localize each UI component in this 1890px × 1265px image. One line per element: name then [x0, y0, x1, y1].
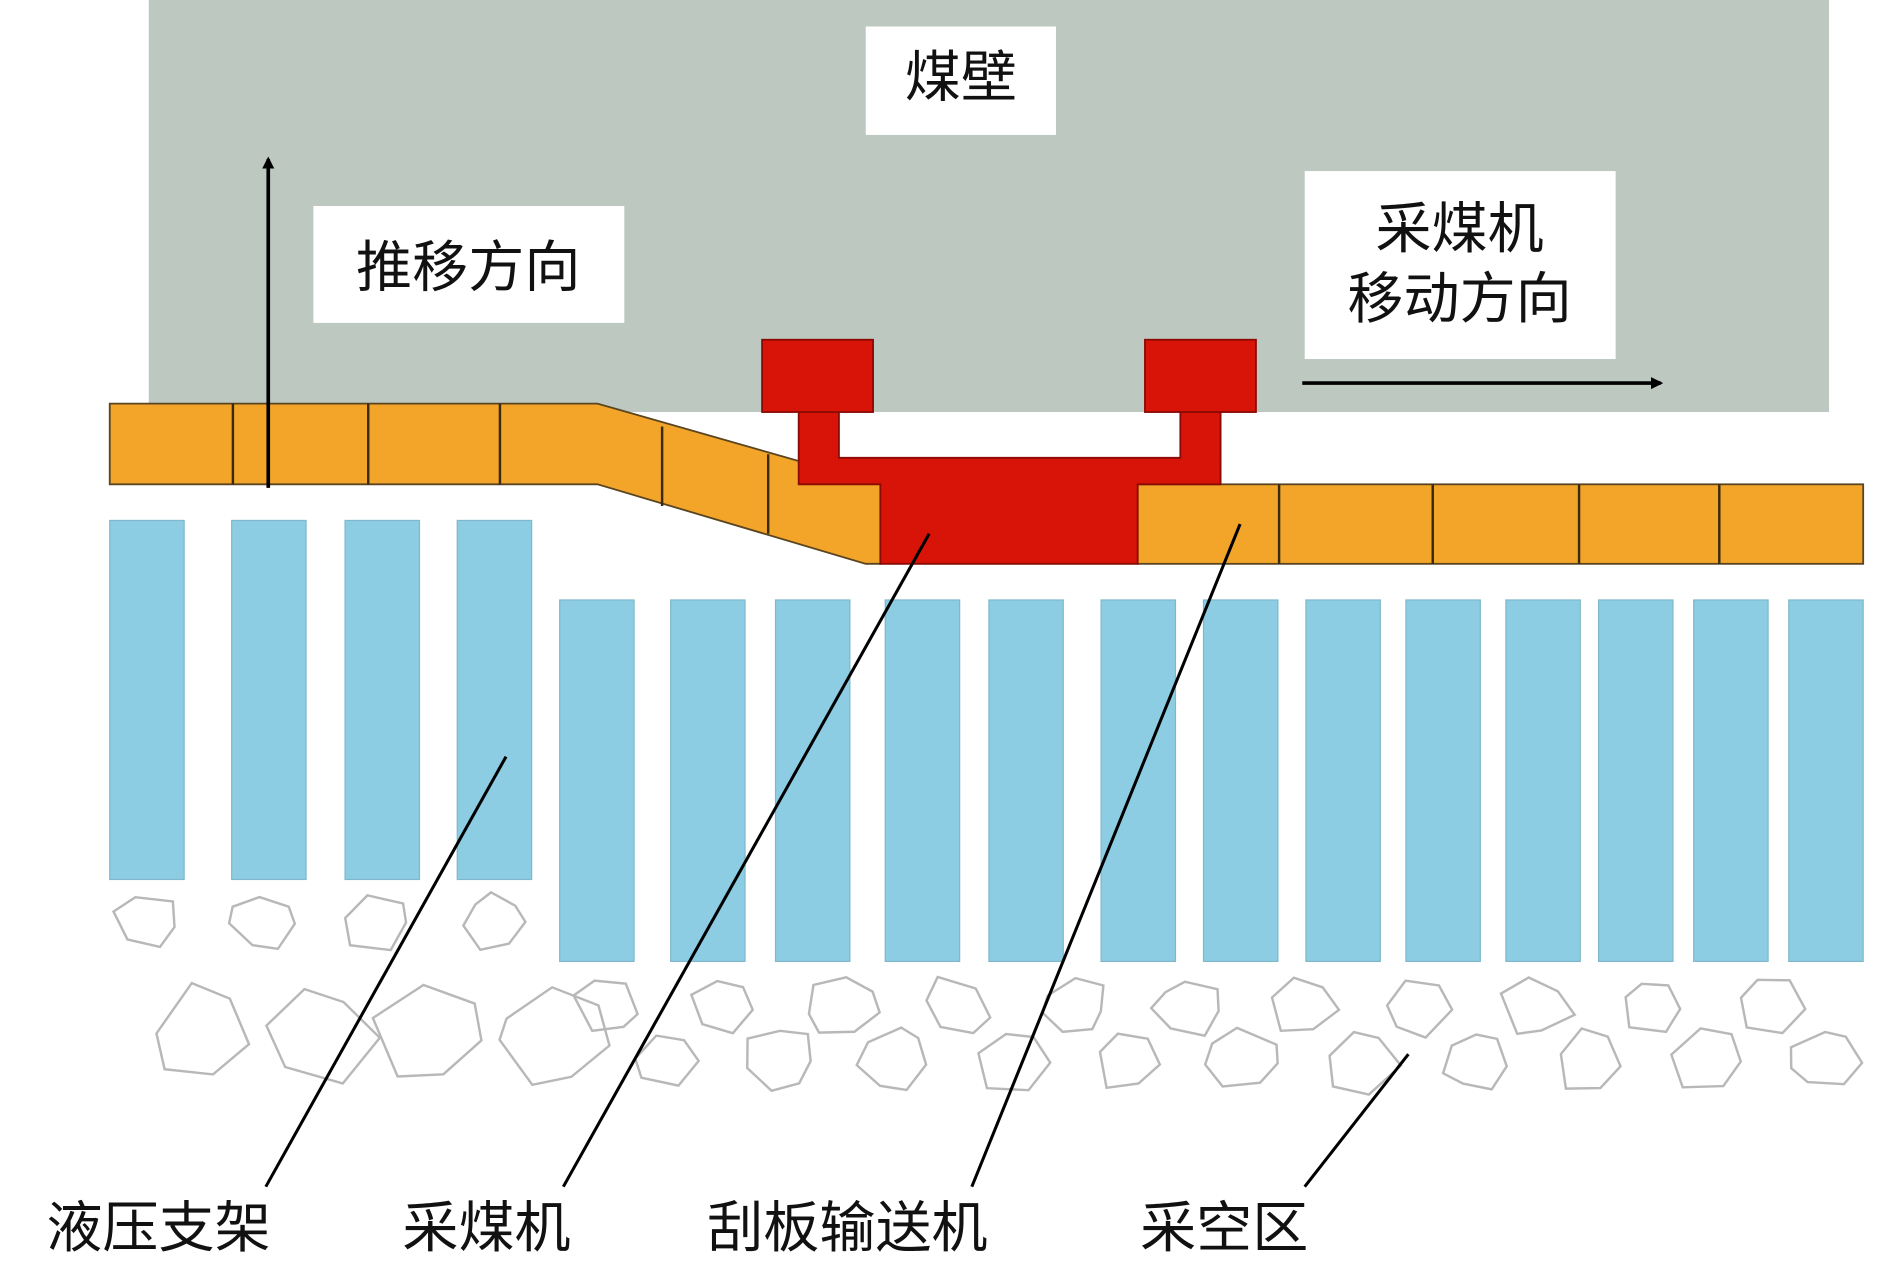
rubble-rock [855, 1026, 928, 1092]
hydraulic-support-unit [670, 599, 746, 963]
hydraulic-support-unit [1597, 599, 1674, 963]
goaf-label: 采空区 [1140, 1196, 1308, 1261]
hydraulic-supports [109, 519, 1864, 963]
rubble-rock [1559, 1027, 1622, 1090]
rubble-rock [461, 890, 527, 952]
hydraulic-support-unit [1305, 599, 1381, 963]
hydraulic-support-unit [1788, 599, 1864, 963]
hydraulic-support-unit [988, 599, 1064, 963]
hydraulic-support-unit [774, 599, 851, 963]
hydraulic-support-unit [1100, 599, 1177, 963]
rubble-rock [1149, 980, 1220, 1038]
hydraulic-support-label: 液压支架 [46, 1196, 270, 1261]
hydraulic-support-unit [1505, 599, 1581, 963]
leader-line-goaf [1303, 1053, 1410, 1188]
rubble-rock [264, 987, 382, 1085]
hydraulic-support-unit [1405, 599, 1481, 963]
leader-line-shearer [562, 532, 931, 1188]
advance-direction-label-box [313, 206, 625, 323]
shearer-label: 采煤机 [402, 1196, 570, 1261]
rubble-rock [1789, 1030, 1864, 1086]
rubble-rock [155, 981, 251, 1076]
rubble-rock [343, 894, 408, 952]
rubble-rock [1669, 1027, 1743, 1089]
rubble-rock [1203, 1026, 1279, 1088]
rubble-rock [1441, 1033, 1509, 1091]
shearer-drum-right [1144, 338, 1257, 413]
hydraulic-support-unit [884, 599, 961, 963]
hydraulic-support-unit [231, 519, 307, 881]
hydraulic-support-unit [1693, 599, 1769, 963]
hydraulic-support-unit [559, 599, 635, 963]
scraper-conveyor-label: 刮板输送机 [707, 1196, 987, 1261]
coal-wall-label-box [865, 26, 1056, 135]
rubble-rock [925, 975, 992, 1035]
shearer-direction-label-line2: 移动方向 [1347, 267, 1571, 332]
advance-direction-label: 推移方向 [356, 236, 580, 301]
rubble-rock [689, 979, 755, 1035]
rubble-rock [1385, 979, 1454, 1039]
shearer-direction-label-box [1304, 171, 1616, 360]
hydraulic-support-unit [109, 519, 185, 881]
shearer [761, 338, 1257, 565]
leader-line-scraper-conveyor [970, 523, 1242, 1188]
hydraulic-support-unit [344, 519, 421, 881]
rubble-rock [572, 979, 640, 1033]
rubble-rock [807, 976, 882, 1034]
shearer-drum-left [761, 338, 874, 413]
hydraulic-support-unit [1202, 599, 1279, 963]
rubble-rock [371, 983, 483, 1078]
rubble-rock [1328, 1030, 1403, 1096]
rubble-rock [1098, 1032, 1162, 1090]
rubble-rock [498, 985, 611, 1087]
goaf-rubble [111, 890, 1864, 1096]
rubble-rock [1739, 978, 1807, 1035]
scraper-conveyor [108, 402, 1865, 565]
shearer-direction-label-line1: 采煤机 [1375, 197, 1543, 262]
rubble-rock [111, 895, 176, 949]
coal-wall-label: 煤壁 [905, 46, 1017, 111]
rubble-rock [1624, 982, 1682, 1034]
rubble-rock [1270, 976, 1341, 1033]
leader-line-hydraulic-support [264, 755, 508, 1188]
rubble-rock [1499, 976, 1577, 1036]
rubble-rock [745, 1029, 812, 1093]
rubble-rock [227, 895, 297, 951]
